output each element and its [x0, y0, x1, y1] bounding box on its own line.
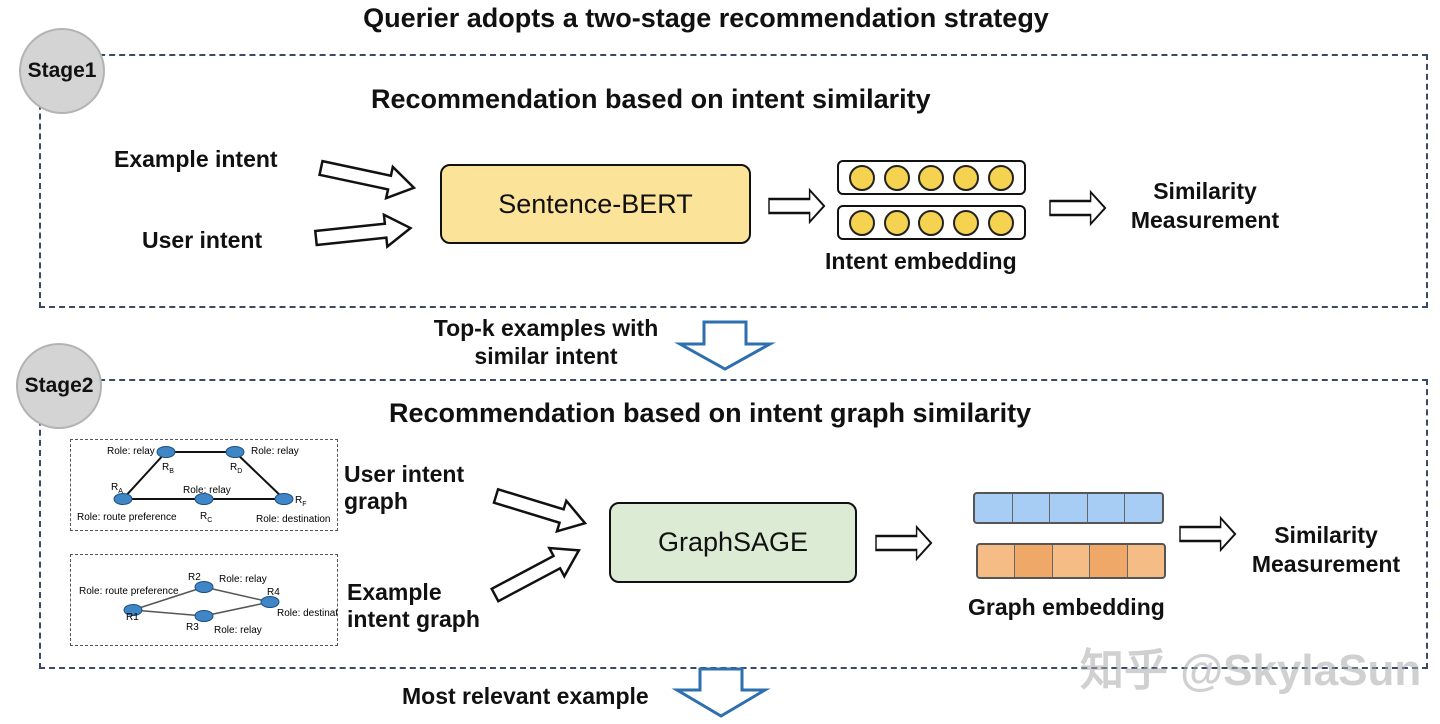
router-icon [194, 581, 214, 593]
arrow-to-embedding [767, 188, 826, 224]
topk-label: Top-k examples with similar intent [420, 314, 672, 370]
stage1-output-line-1: Similarity [1153, 178, 1257, 204]
intent-embedding-row-2 [837, 205, 1026, 240]
bar-cell [1090, 545, 1128, 577]
node-rb-sub: B [169, 468, 174, 475]
user-intent-label: User intent [142, 227, 263, 253]
graph-embedding-blue-bar [973, 492, 1164, 524]
bar-cell [978, 545, 1016, 577]
embedding-dot [918, 209, 945, 236]
graph-embedding-label: Graph embedding [968, 594, 1165, 620]
bar-cell [1015, 545, 1053, 577]
user-intent-graph: Role: relay Role: relay Role: relay Role… [77, 446, 331, 525]
router-icon [194, 493, 214, 505]
embedding-dot [953, 209, 980, 236]
stage1-output-line-2: Measurement [1130, 207, 1280, 233]
role-r4: Role: destination [277, 608, 337, 619]
router-icon [274, 493, 294, 505]
diagram-title: Querier adopts a two-stage recommendatio… [363, 3, 1049, 33]
graph-embedding-orange-bar [976, 543, 1166, 579]
arrow-to-similarity-2 [1178, 516, 1237, 552]
sentence-bert-box: Sentence-BERT [440, 164, 751, 244]
role-r3: Role: relay [214, 625, 262, 636]
node-rf: RF [295, 495, 307, 508]
example-intent-graph-line-2: intent graph [347, 606, 480, 632]
example-intent-graph: R2 Role: relay Role: route preference R4… [79, 572, 352, 636]
stage2-output-label: Similarity Measurement [1242, 521, 1410, 579]
user-intent-graph-line-2: graph [344, 488, 408, 514]
stage1-heading: Recommendation based on intent similarit… [371, 84, 931, 114]
graphsage-box: GraphSAGE [609, 502, 857, 583]
role-rd: Role: relay [251, 446, 299, 457]
router-icon [194, 610, 214, 622]
router-icon [113, 493, 133, 505]
role-rc: Role: relay [183, 485, 231, 496]
role-ra: Role: route preference [77, 512, 177, 523]
arrow-to-similarity-1 [1048, 190, 1107, 226]
node-rd-sub: D [237, 468, 242, 475]
router-icon [260, 596, 280, 608]
node-rc-sub: C [207, 517, 212, 524]
intent-embedding-row-1 [837, 160, 1026, 195]
arrow-to-graph-embedding [874, 525, 933, 561]
bar-cell [1053, 545, 1091, 577]
stage2-output-line-2: Measurement [1251, 551, 1401, 577]
router-icon [225, 446, 245, 458]
arrow-example-intent [316, 151, 419, 205]
user-intent-graph-line-1: User intent [344, 461, 465, 487]
role-rf: Role: destination [256, 514, 331, 525]
stage1-badge: Stage1 [19, 28, 105, 114]
embedding-dot [918, 164, 945, 191]
down-arrow-final [671, 667, 771, 718]
watermark-text: 知乎 @SkylaSun [1080, 646, 1422, 695]
intent-embedding-label: Intent embedding [825, 248, 1017, 274]
router-icon [156, 446, 176, 458]
topk-line-2: similar intent [474, 343, 618, 369]
embedding-dot [849, 164, 876, 191]
stage1-box [39, 54, 1428, 308]
topk-line-1: Top-k examples with [433, 315, 659, 341]
example-intent-graph-label: Example intent graph [347, 579, 480, 633]
arrow-example-graph [486, 535, 588, 611]
embedding-dot [987, 209, 1014, 236]
embedding-dot [849, 209, 876, 236]
stage2-output-line-1: Similarity [1274, 522, 1378, 548]
user-intent-graph-label: User intent graph [344, 461, 464, 515]
node-r4: R4 [267, 587, 280, 598]
bar-cell [1050, 494, 1088, 522]
role-rb: Role: relay [107, 446, 155, 457]
node-r2: R2 [188, 572, 201, 583]
stage2-heading: Recommendation based on intent graph sim… [389, 398, 1032, 428]
example-intent-graph-panel: R2 Role: relay Role: route preference R4… [70, 554, 352, 646]
example-intent-graph-line-1: Example [347, 579, 442, 605]
arrow-user-intent [313, 210, 414, 256]
embedding-dot [987, 164, 1014, 191]
embedding-dot [953, 164, 980, 191]
stage1-output-label: Similarity Measurement [1124, 177, 1286, 235]
node-ra-sub: A [118, 488, 123, 495]
embedding-dot [883, 209, 910, 236]
user-intent-graph-panel: Role: relay Role: relay Role: relay Role… [70, 439, 338, 531]
bar-cell [1088, 494, 1126, 522]
bar-cell [1013, 494, 1051, 522]
role-r1: Role: route preference [79, 586, 179, 597]
node-r3: R3 [186, 622, 199, 633]
stage2-badge: Stage2 [16, 343, 102, 429]
example-intent-label: Example intent [114, 146, 278, 172]
most-relevant-label: Most relevant example [402, 683, 649, 709]
down-arrow-stage-transition [674, 320, 776, 371]
node-rf-sub: F [302, 501, 306, 508]
arrow-user-graph [490, 479, 591, 540]
embedding-dot [883, 164, 910, 191]
router-icon [123, 604, 143, 616]
bar-cell [975, 494, 1013, 522]
node-r1: R1 [126, 612, 139, 623]
role-r2: Role: relay [219, 574, 267, 585]
